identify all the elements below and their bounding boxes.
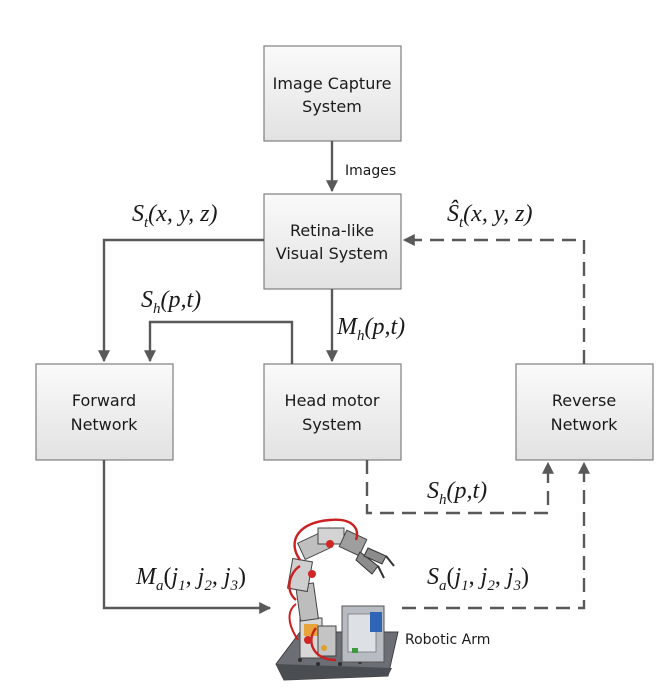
image-capture-box: Image Capture System: [263, 45, 402, 142]
mh-label: Mh(p,t): [336, 314, 405, 344]
retina-label-line1: Retina-like: [290, 221, 374, 240]
robotic-arm-image: [275, 518, 399, 681]
retina-visual-system-box: Retina-like Visual System: [263, 193, 402, 290]
head-motor-system-box: Head motor System: [263, 363, 402, 461]
st-hat-label: Ŝt(x, y, z): [447, 200, 532, 231]
forward-label-line2: Network: [71, 415, 139, 434]
sa-label: Sa(j1, j2, j3): [427, 564, 529, 594]
sh-left-label: Sh(p,t): [141, 287, 201, 317]
head-motor-label-line1: Head motor: [285, 391, 380, 410]
reverse-network-box: Reverse Network: [515, 363, 654, 461]
reverse-label-line1: Reverse: [552, 391, 616, 410]
image-capture-label-line1: Image Capture: [273, 74, 392, 93]
head-motor-to-reverse-arrow: [365, 460, 554, 515]
forward-network-box: Forward Network: [35, 363, 174, 461]
st-label: St(x, y, z): [132, 201, 217, 231]
arm-to-reverse-arrow: [402, 461, 590, 610]
reverse-to-retina-arrow: [402, 234, 586, 364]
image-capture-label-line2: System: [302, 97, 362, 116]
head-motor-label-line2: System: [302, 415, 362, 434]
sh-bottom-label: Sh(p,t): [427, 478, 487, 508]
retina-label-line2: Visual System: [276, 244, 389, 263]
images-label: Images: [345, 163, 396, 179]
retina-to-forward-arrow: [98, 238, 264, 363]
reverse-label-line2: Network: [551, 415, 619, 434]
ma-label: Ma(j1, j2, j3): [135, 564, 246, 594]
robotic-arm-label: Robotic Arm: [405, 632, 490, 648]
forward-to-arm-arrow: [102, 460, 272, 614]
forward-label-line1: Forward: [72, 391, 136, 410]
head-motor-to-forward-arrow: [144, 320, 294, 364]
